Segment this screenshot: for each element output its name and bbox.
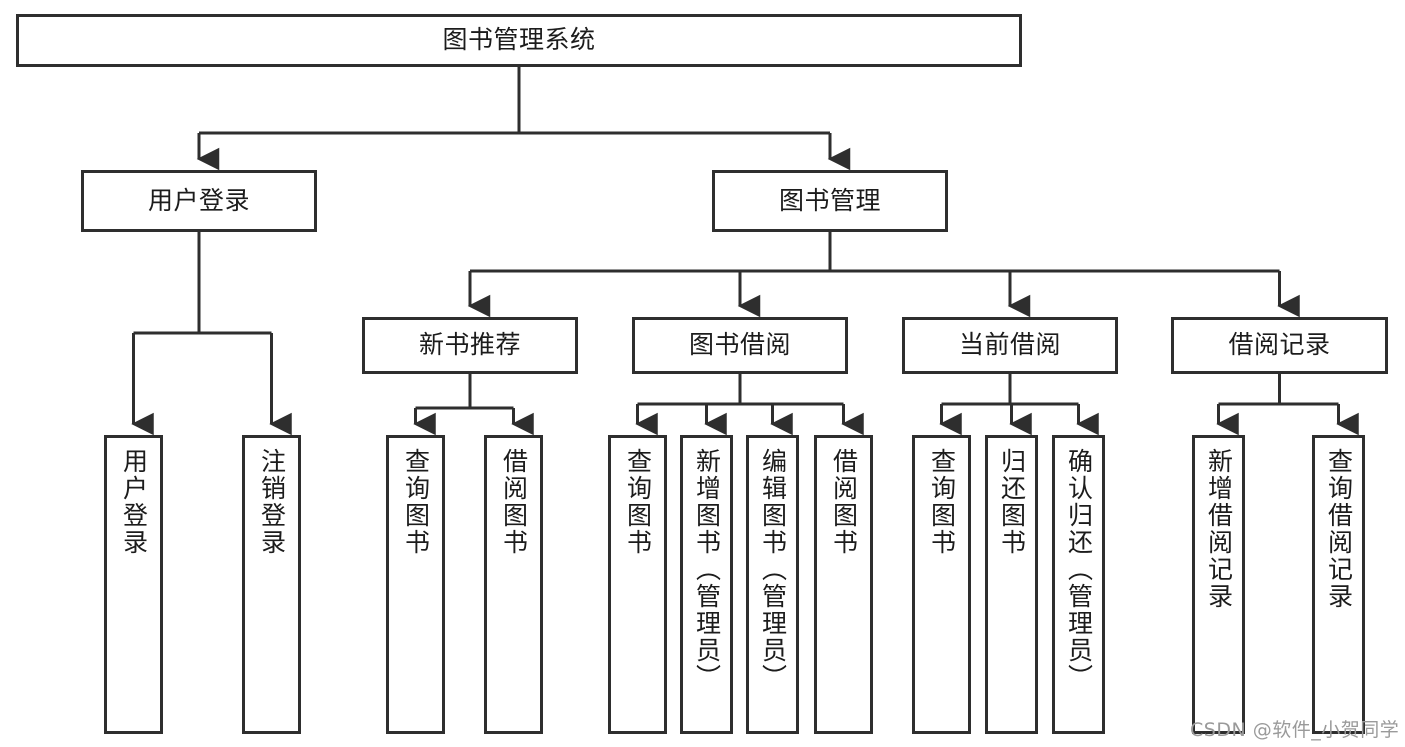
node-new-book-recommend[interactable]: 新书推荐 (362, 317, 578, 374)
edge-group (131, 67, 1359, 436)
node-label: 归还图书 (997, 448, 1027, 556)
node-label: 图书借阅 (688, 330, 791, 360)
node-root-system[interactable]: 图书管理系统 (16, 14, 1022, 67)
leaf-confirm-return-admin[interactable]: 确认归还（管理员） (1052, 435, 1105, 734)
node-label: 新书推荐 (418, 330, 521, 360)
node-book-borrow[interactable]: 图书借阅 (632, 317, 848, 374)
node-label: 编辑图书（管理员） (758, 448, 788, 691)
leaf-borrow-book[interactable]: 借阅图书 (814, 435, 873, 734)
node-borrow-record[interactable]: 借阅记录 (1171, 317, 1388, 374)
node-label: 查询图书 (623, 448, 653, 556)
node-user-login[interactable]: 用户登录 (81, 170, 317, 232)
node-label: 查询图书 (927, 448, 957, 556)
node-label: 借阅图书 (829, 448, 859, 556)
node-label: 图书管理 (778, 185, 881, 215)
node-label: 确认归还（管理员） (1064, 448, 1094, 691)
node-book-management[interactable]: 图书管理 (712, 170, 948, 232)
leaf-user-login[interactable]: 用户登录 (104, 435, 163, 734)
node-label: 当前借阅 (958, 330, 1061, 360)
leaf-edit-book-admin[interactable]: 编辑图书（管理员） (746, 435, 799, 734)
leaf-query-book-recommend[interactable]: 查询图书 (386, 435, 445, 734)
node-label: 用户登录 (119, 448, 149, 556)
node-label: 查询图书 (401, 448, 431, 556)
leaf-query-book-current[interactable]: 查询图书 (912, 435, 971, 734)
node-label: 借阅图书 (499, 448, 529, 556)
node-label: 用户登录 (147, 185, 250, 215)
leaf-borrow-book-recommend[interactable]: 借阅图书 (484, 435, 543, 734)
node-label: 查询借阅记录 (1324, 448, 1354, 610)
node-label: 注销登录 (257, 448, 287, 556)
leaf-add-book-admin[interactable]: 新增图书（管理员） (680, 435, 733, 734)
node-current-borrow[interactable]: 当前借阅 (902, 317, 1118, 374)
leaf-add-borrow-record[interactable]: 新增借阅记录 (1192, 435, 1245, 734)
node-label: 新增图书（管理员） (692, 448, 722, 691)
node-label: 借阅记录 (1228, 330, 1331, 360)
leaf-query-book-borrow[interactable]: 查询图书 (608, 435, 667, 734)
leaf-query-borrow-record[interactable]: 查询借阅记录 (1312, 435, 1365, 734)
node-label: 图书管理系统 (442, 25, 596, 55)
leaf-logout[interactable]: 注销登录 (242, 435, 301, 734)
node-label: 新增借阅记录 (1204, 448, 1234, 610)
leaf-return-book[interactable]: 归还图书 (985, 435, 1038, 734)
